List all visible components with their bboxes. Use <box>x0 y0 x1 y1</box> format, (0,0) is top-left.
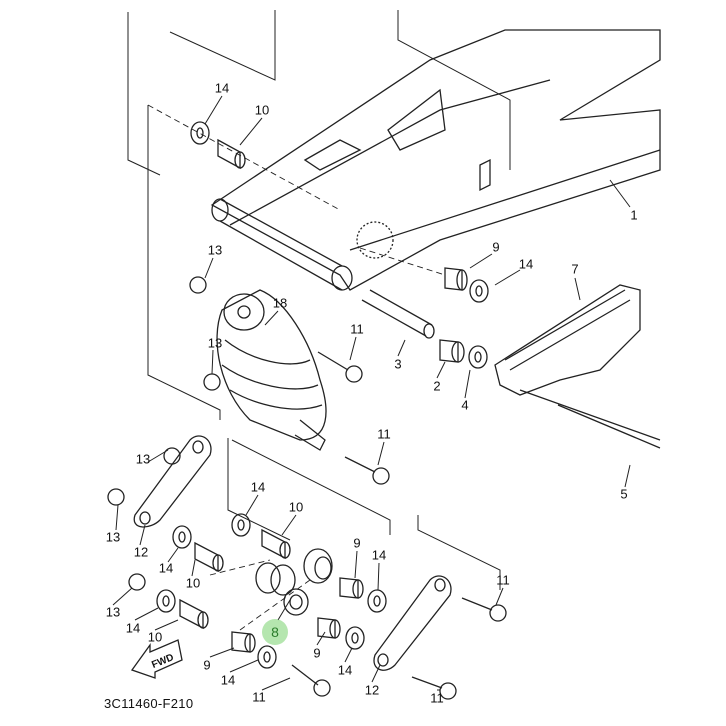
washers <box>156 121 489 669</box>
callout-label: 9 <box>492 239 500 255</box>
callout-label: 4 <box>461 397 469 413</box>
callout-label: 14 <box>250 479 266 495</box>
callout-label: 9 <box>313 645 321 661</box>
callout-label: 10 <box>254 102 270 118</box>
callout-label: 10 <box>185 575 201 591</box>
callout-highlighted[interactable]: 8 <box>262 619 288 645</box>
callout-label: 11 <box>377 426 391 442</box>
callout-label: 11 <box>252 689 266 705</box>
frame-lines <box>127 10 511 590</box>
callout-label: 12 <box>364 682 380 698</box>
callout-label: 13 <box>207 242 223 258</box>
chain-guard <box>494 284 641 396</box>
callout-label: 7 <box>571 261 579 277</box>
callout-label: 14 <box>337 662 353 678</box>
callout-label: 9 <box>353 535 361 551</box>
diagram-code: 3C11460-F210 <box>104 696 194 711</box>
pivot-shaft <box>361 289 433 337</box>
callout-label: 3 <box>394 356 402 372</box>
callout-label: 11 <box>350 321 364 337</box>
connecting-rods <box>133 435 452 671</box>
callout-label: 14 <box>220 672 236 688</box>
callout-label: 11 <box>430 690 444 706</box>
callout-label: 5 <box>620 486 628 502</box>
callout-label: 11 <box>496 572 510 588</box>
bolts <box>291 351 507 700</box>
shock-absorber <box>216 289 327 451</box>
callout-label: 14 <box>158 560 174 576</box>
callout-label: 1 <box>630 207 638 223</box>
callout-label: 13 <box>105 529 121 545</box>
rod <box>519 389 661 449</box>
swingarm <box>210 29 661 291</box>
callout-label: 18 <box>272 295 288 311</box>
callout-label: 13 <box>135 451 151 467</box>
callout-label: 13 <box>105 604 121 620</box>
bushings <box>179 138 468 653</box>
fwd-arrow-icon <box>130 639 183 679</box>
callout-label: 14 <box>371 547 387 563</box>
callout-label: 10 <box>147 629 163 645</box>
nuts <box>107 276 221 591</box>
callout-label: 14 <box>518 256 534 272</box>
callout-label: 10 <box>288 499 304 515</box>
callout-label: 2 <box>433 378 441 394</box>
callout-label: 12 <box>133 544 149 560</box>
leader-lines <box>112 95 631 691</box>
callout-label: 13 <box>207 335 223 351</box>
relay-arm <box>255 548 333 616</box>
callout-label: 9 <box>203 657 211 673</box>
callout-label: 14 <box>125 620 141 636</box>
callout-label: 14 <box>214 80 230 96</box>
